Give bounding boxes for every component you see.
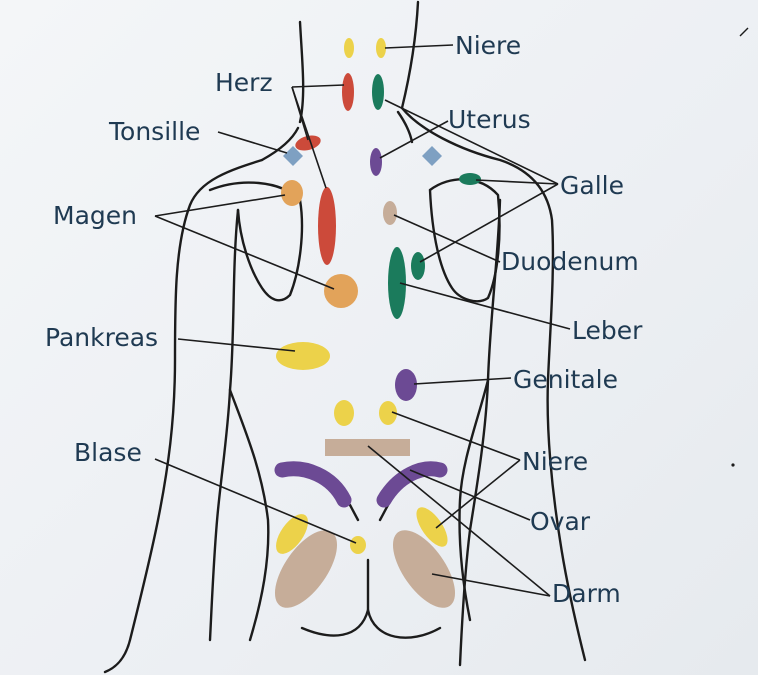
leader-tonsille (217, 131, 288, 154)
label-ovar: Ovar (530, 507, 591, 536)
leader-galle-b (475, 179, 559, 185)
paper-mark (739, 27, 749, 37)
leader-niere-top (384, 44, 454, 49)
label-tonsille: Tonsille (108, 117, 200, 146)
zone-leber (388, 247, 406, 319)
zone-niere-hip-right (416, 507, 448, 547)
zone-herz-upper (342, 73, 354, 111)
labels: Niere Herz Uterus Tonsille Galle Magen D… (45, 31, 643, 608)
zone-tonsille-right (422, 146, 442, 166)
leader-uterus (379, 120, 449, 159)
leader-darm-a (431, 573, 551, 597)
leader-magen-b (154, 215, 335, 290)
zone-herz-back (318, 187, 336, 265)
label-leber: Leber (572, 316, 643, 345)
neck-left-line (298, 20, 305, 124)
zone-magen-shoulder (281, 180, 303, 206)
right-shoulder-blade (428, 178, 501, 303)
label-magen: Magen (53, 201, 137, 230)
label-uterus: Uterus (448, 105, 531, 134)
label-pankreas: Pankreas (45, 323, 158, 352)
label-herz: Herz (215, 68, 273, 97)
spine-mark-right (378, 503, 390, 522)
zone-galle-shoulder (459, 173, 481, 185)
leader-galle-a (384, 99, 559, 185)
leader-pankreas (177, 338, 296, 352)
zone-ovar-right (376, 461, 448, 508)
zone-herz-shoulder (295, 135, 321, 151)
right-torso-side (458, 378, 490, 622)
zone-ovar-left (274, 461, 352, 508)
leader-niere-bottom-a (391, 411, 521, 461)
right-arm-outer (400, 106, 587, 662)
zone-niere-top-right (376, 38, 386, 58)
leader-lines (154, 44, 571, 597)
body-outline (103, 0, 587, 674)
buttocks-line (300, 608, 442, 639)
label-niere-bottom: Niere (522, 447, 588, 476)
leader-magen-a (154, 194, 286, 217)
leader-niere-bottom-b (435, 459, 521, 529)
label-genitale: Genitale (513, 365, 618, 394)
left-arm-inner (208, 208, 240, 642)
leader-galle-c (419, 183, 559, 263)
organ-zones (274, 38, 481, 608)
left-torso-side (228, 388, 270, 642)
leader-herz-a (291, 84, 345, 88)
label-darm: Darm (552, 579, 621, 608)
left-arm-outer (103, 158, 264, 674)
zone-uterus (370, 148, 382, 176)
zone-darm-bar (325, 439, 410, 456)
spine-mark-left (348, 503, 360, 522)
label-galle: Galle (560, 171, 624, 200)
label-blase: Blase (74, 438, 142, 467)
left-shoulder-blade (208, 181, 304, 302)
leader-herz-c (291, 86, 327, 189)
paper-speck (731, 463, 735, 467)
zone-niere-low-left (334, 400, 354, 426)
zone-duodenum (383, 201, 397, 225)
zone-niere-low-right (379, 401, 397, 425)
leader-duodenum (393, 214, 501, 263)
leader-genitale (413, 377, 512, 385)
zone-tonsille-left (283, 146, 303, 166)
leader-ovar (409, 469, 531, 521)
zone-green-upper (372, 74, 384, 110)
label-duodenum: Duodenum (501, 247, 639, 276)
neck-left-base (260, 126, 300, 162)
leader-leber (399, 282, 571, 330)
zone-blase (350, 536, 366, 554)
zone-darm-right (392, 530, 456, 608)
zone-genitale (395, 369, 417, 401)
zone-darm-left (274, 530, 338, 608)
neck-right-line (400, 0, 420, 110)
zone-galle-back (411, 252, 425, 280)
zone-magen-back (324, 274, 358, 308)
zone-pankreas (276, 342, 330, 370)
leader-darm-b (367, 445, 551, 597)
leader-blase (154, 458, 357, 544)
zone-niere-hip-left (276, 514, 308, 554)
neck-mark (396, 110, 414, 144)
label-niere-top: Niere (455, 31, 521, 60)
zone-niere-top-left (344, 38, 354, 58)
